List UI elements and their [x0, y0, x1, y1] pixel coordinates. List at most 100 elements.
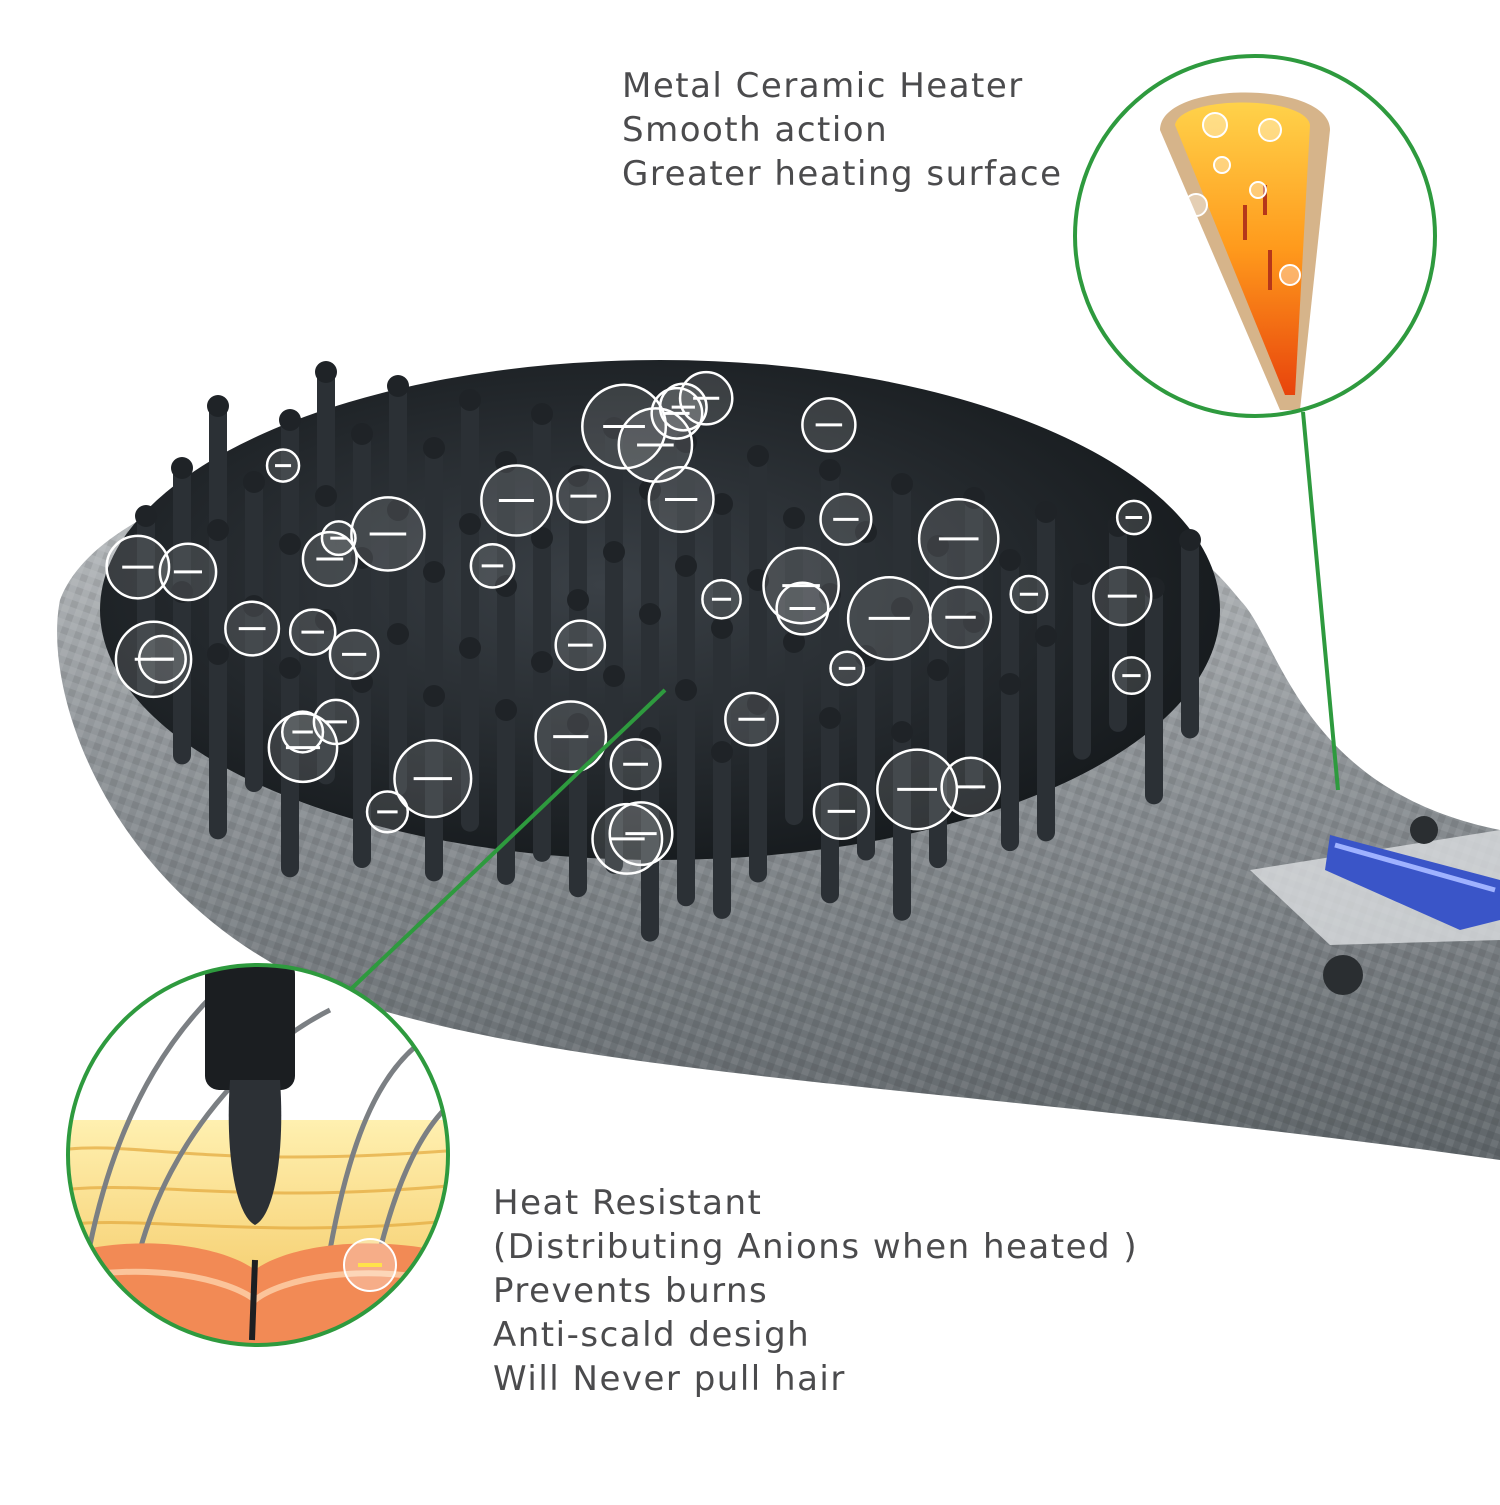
bristle-callout-line: [348, 688, 667, 992]
bristle-tip: [495, 451, 517, 473]
bristle-tip: [603, 665, 625, 687]
anion-bubble-icon: [650, 386, 704, 440]
bristle-tip: [351, 671, 373, 693]
anion-bubble-icon: [762, 546, 840, 625]
anion-bubble-icon: [801, 397, 857, 453]
anion-bubble-icon: [724, 691, 779, 747]
bristle-feature-line: Heat Resistant: [493, 1183, 763, 1223]
anion-bubble-icon: [365, 790, 410, 834]
bristle-tip: [387, 375, 409, 397]
bristle-tip: [387, 623, 409, 645]
bristle-tip: [531, 403, 553, 425]
bristle-tip-callout: [66, 963, 450, 1347]
anion-bubble-icon: [350, 496, 426, 572]
bristle-tip: [819, 459, 841, 481]
anion-bubble-icon: [137, 634, 187, 684]
bristle-tip: [171, 457, 193, 479]
anion-bubble-icon: [265, 448, 301, 483]
bristle-tip: [783, 507, 805, 529]
bristle-tip: [711, 617, 733, 639]
bristle-tip: [279, 533, 301, 555]
bristle-tip: [279, 657, 301, 679]
anion-bubble-icon: [480, 464, 553, 537]
bristle-tip: [891, 721, 913, 743]
bristle-tip: [135, 505, 157, 527]
bristle-tip: [459, 637, 481, 659]
bristle-tip: [999, 549, 1021, 571]
bristle-tip: [531, 527, 553, 549]
anion-bubble-icon: [609, 738, 662, 791]
bristle-tip: [855, 645, 877, 667]
bristle-tip: [279, 409, 301, 431]
anion-bubble-icon: [1115, 499, 1152, 536]
control-dial-icon: [1323, 955, 1363, 995]
bristle-tip: [207, 643, 229, 665]
anion-bubble-icon: [928, 585, 993, 649]
bristle-tip: [747, 445, 769, 467]
bristle-tip: [207, 519, 229, 541]
anion-bubble-group: [105, 370, 1153, 875]
bristle-tip: [315, 361, 337, 383]
bristle-tip: [423, 685, 445, 707]
anion-bubble-icon: [647, 465, 715, 534]
anion-bubble-icon: [846, 575, 932, 661]
bristle-feature-list: Heat Resistant (Distributing Anions when…: [493, 1181, 1138, 1401]
anion-bubble-icon: [556, 468, 611, 524]
bristle-tip: [423, 437, 445, 459]
bristle-tip: [207, 395, 229, 417]
bristle-tip: [675, 679, 697, 701]
bristle-tip: [999, 673, 1021, 695]
anion-bubble-icon: [393, 739, 473, 819]
bristle-tip: [495, 575, 517, 597]
bristle-tip: [243, 471, 265, 493]
heater-callout-line: [1301, 411, 1340, 791]
anion-bubble-icon: [554, 619, 607, 672]
bristle-tip: [243, 595, 265, 617]
anion-bubble-icon: [158, 542, 218, 602]
anion-bubble-icon: [1111, 656, 1151, 696]
anion-bubble-icon: [1092, 565, 1153, 627]
anion-bubble-icon: [328, 628, 380, 680]
anion-bubble-icon: [1009, 574, 1049, 614]
anion-bubble-icon: [591, 802, 664, 875]
bristle-tip: [315, 609, 337, 631]
power-switch: [1325, 835, 1500, 930]
anion-bubble-icon: [320, 520, 357, 557]
bristle-feature-line: (Distributing Anions when heated ): [493, 1227, 1139, 1267]
bristle-tip: [891, 473, 913, 495]
bristle-tip: [603, 541, 625, 563]
bristle-tip: [675, 555, 697, 577]
bristle-tip: [315, 485, 337, 507]
anion-bubble-icon: [940, 756, 1002, 818]
bristle-tip: [819, 707, 841, 729]
bristle-feature-line: Prevents burns: [493, 1271, 769, 1311]
bristle-tip: [351, 423, 373, 445]
bristle-tip: [531, 651, 553, 673]
anion-bubble-icon: [534, 700, 608, 774]
ceramic-heater-core: [1175, 102, 1310, 395]
heater-callout: [1073, 54, 1437, 418]
indicator-hole-icon: [1410, 816, 1438, 844]
bristle-tip: [927, 659, 949, 681]
bristle-tip: [927, 535, 949, 557]
bristle-tip: [1035, 625, 1057, 647]
anion-bubble-icon: [829, 650, 866, 687]
anion-bubble-icon: [917, 497, 1000, 580]
heater-feature-list: Metal Ceramic Heater Smooth action Great…: [622, 64, 1063, 196]
heater-feature-line: Greater heating surface: [622, 154, 1063, 194]
bristle-tip: [387, 499, 409, 521]
bristle-tip: [747, 693, 769, 715]
anion-bubble-icon: [312, 698, 360, 746]
bristle-tip: [459, 389, 481, 411]
bristle-tip: [783, 631, 805, 653]
bristle-tip: [639, 727, 661, 749]
bristle-tip: [567, 713, 589, 735]
bristle-feature-line: Anti-scald desigh: [493, 1315, 811, 1355]
heater-feature-line: Smooth action: [622, 110, 889, 150]
bristle-tip: [891, 597, 913, 619]
bristle-tip: [711, 741, 733, 763]
bristle-tip: [567, 589, 589, 611]
anion-bubble-icon: [812, 782, 871, 841]
